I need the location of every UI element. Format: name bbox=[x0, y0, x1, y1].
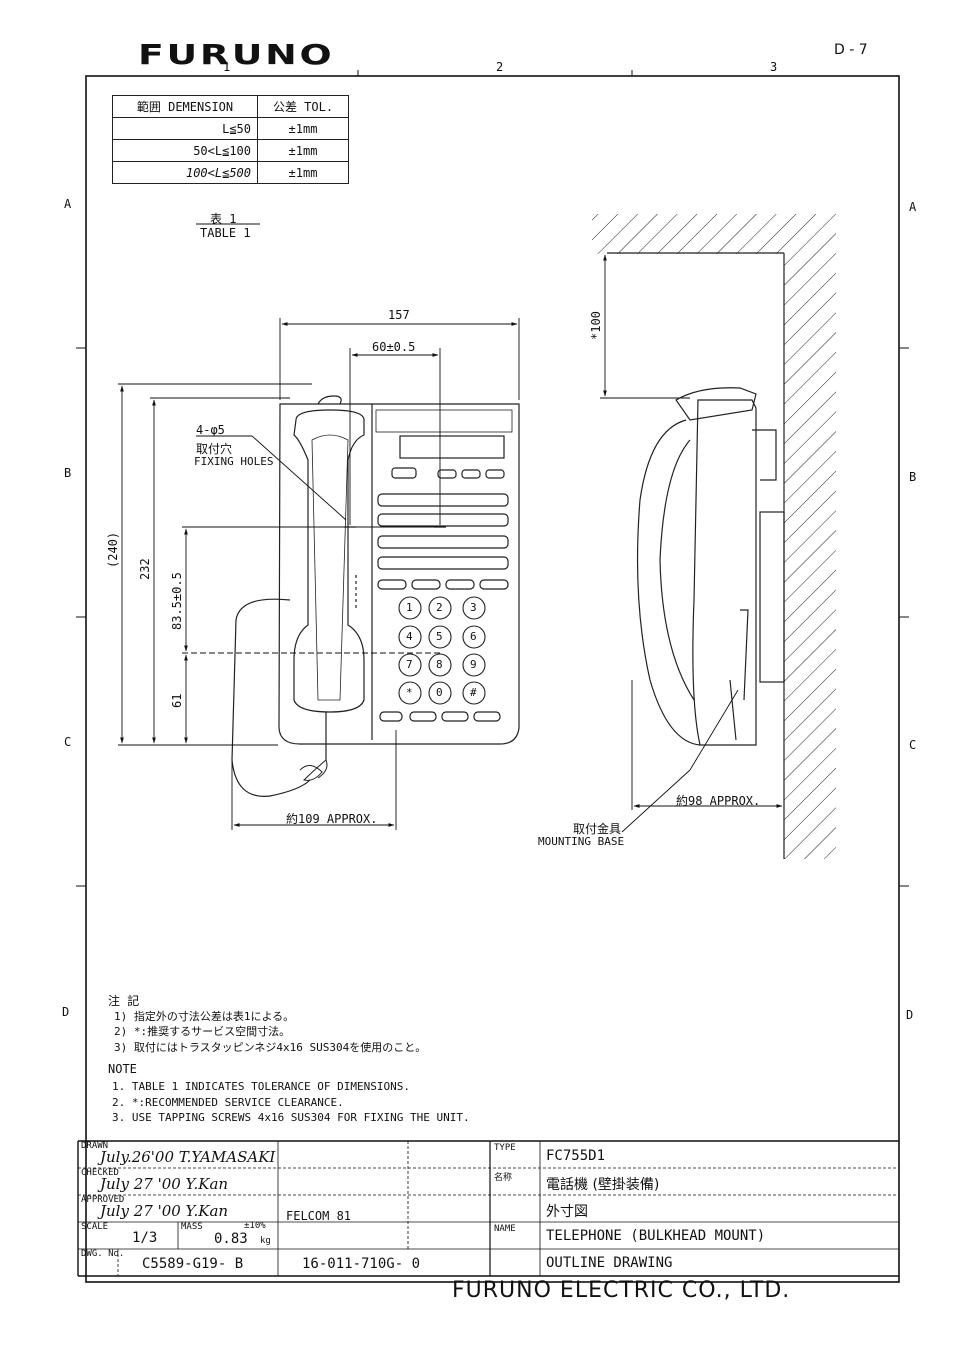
front-dimensions bbox=[118, 318, 520, 830]
table-cell-range: 50<L≦100 bbox=[112, 139, 258, 162]
row-marker-b-left: B bbox=[64, 466, 72, 480]
name-jp-2: 外寸図 bbox=[546, 1204, 588, 1220]
mounting-base-jp: 取付金具 bbox=[573, 822, 622, 836]
mass-unit: kg bbox=[260, 1236, 271, 1246]
dim-height-232: 232 bbox=[138, 558, 152, 580]
telephone-side-view bbox=[592, 214, 836, 859]
note-jp-1: 1) 指定外の寸法公差は表1による。 bbox=[114, 1010, 295, 1023]
mounting-base-en: MOUNTING BASE bbox=[538, 835, 625, 848]
project-name: FELCOM 81 bbox=[286, 1209, 352, 1223]
checked-signature: July 27 '00 Y.Kan bbox=[100, 1175, 229, 1193]
column-marker-3: 3 bbox=[770, 60, 778, 74]
row-marker-c-right: C bbox=[909, 738, 917, 752]
key-hash: # bbox=[470, 686, 477, 699]
note-jp-3: 3) 取付にはトラスタッピンネジ4x16 SUS304を使用のこと。 bbox=[114, 1041, 427, 1054]
dim-depth-98: 約98 APPROX. bbox=[676, 794, 761, 808]
dim-clearance-100: *100 bbox=[589, 311, 603, 340]
key-9: 9 bbox=[470, 658, 477, 671]
key-0: 0 bbox=[436, 686, 443, 699]
note-jp-2: 2) *:推奨するサービス空間寸法。 bbox=[114, 1025, 291, 1038]
row-marker-d-right: D bbox=[906, 1008, 914, 1022]
name-jp-label: 名称 bbox=[494, 1173, 513, 1183]
dwg-no-label: DWG. No. bbox=[81, 1249, 125, 1259]
telephone-front-view bbox=[231, 395, 520, 797]
key-6: 6 bbox=[470, 630, 477, 643]
mass-label: MASS bbox=[181, 1222, 203, 1232]
company-name: FURUNO ELECTRIC CO., LTD. bbox=[452, 1278, 791, 1303]
drawn-label: DRAWN bbox=[81, 1141, 109, 1151]
key-4: 4 bbox=[406, 630, 413, 643]
type-value: FC755D1 bbox=[546, 1148, 606, 1164]
table-row: L≦50 ±1mm bbox=[112, 117, 349, 140]
table-cell-range: 100<L≦500 bbox=[112, 161, 258, 184]
page-id: D - 7 bbox=[834, 42, 868, 58]
key-2: 2 bbox=[436, 601, 443, 614]
row-marker-a-left: A bbox=[64, 197, 72, 211]
dim-hole-spacing: 60±0.5 bbox=[372, 340, 416, 354]
scale-value: 1/3 bbox=[132, 1230, 158, 1246]
row-marker-a-right: A bbox=[909, 200, 917, 214]
name-jp: 電話機 (壁掛装備) bbox=[546, 1177, 660, 1193]
row-marker-d-left: D bbox=[62, 1005, 70, 1019]
column-marker-1: 1 bbox=[223, 60, 231, 74]
fixing-holes-count: 4-φ5 bbox=[196, 423, 225, 437]
furuno-logo: FURUNO bbox=[138, 38, 335, 71]
mass-tolerance: ±10% bbox=[244, 1221, 266, 1231]
table-caption-en: TABLE 1 bbox=[200, 226, 251, 240]
type-label: TYPE bbox=[494, 1143, 516, 1153]
dim-bottom-61: 61 bbox=[170, 693, 184, 708]
checked-label: CHECKED bbox=[81, 1168, 119, 1178]
dim-width-157: 157 bbox=[388, 308, 410, 322]
fixing-holes-jp: 取付穴 bbox=[196, 442, 233, 456]
dwg-no: C5589-G19- B bbox=[142, 1256, 244, 1272]
scale-label: SCALE bbox=[81, 1222, 109, 1232]
notes-en-title: NOTE bbox=[108, 1062, 137, 1076]
name-en-2: OUTLINE DRAWING bbox=[546, 1255, 673, 1271]
table-caption-jp: 表 1 bbox=[210, 212, 237, 226]
row-marker-c-left: C bbox=[64, 735, 72, 749]
note-en-1: 1. TABLE 1 INDICATES TOLERANCE OF DIMENS… bbox=[112, 1080, 411, 1093]
table-header-dimension: 範囲 DEMENSION bbox=[112, 95, 258, 118]
title-block-lines bbox=[77, 1140, 899, 1277]
table-cell-tolerance: ±1mm bbox=[257, 161, 349, 184]
dim-width-109: 約109 APPROX. bbox=[286, 812, 378, 826]
approved-label: APPROVED bbox=[81, 1195, 125, 1205]
column-marker-2: 2 bbox=[496, 60, 504, 74]
key-5: 5 bbox=[436, 630, 443, 643]
name-label: NAME bbox=[494, 1224, 516, 1234]
key-star: * bbox=[406, 686, 413, 699]
table-row: 50<L≦100 ±1mm bbox=[112, 139, 349, 162]
key-8: 8 bbox=[436, 658, 443, 671]
name-en: TELEPHONE (BULKHEAD MOUNT) bbox=[546, 1228, 766, 1244]
key-3: 3 bbox=[470, 601, 477, 614]
notes-jp-title: 注 記 bbox=[108, 994, 140, 1008]
approved-signature: July 27 '00 Y.Kan bbox=[100, 1202, 229, 1220]
row-marker-b-right: B bbox=[909, 470, 917, 484]
table-row: 100<L≦500 ±1mm bbox=[112, 161, 349, 184]
drawing-border bbox=[85, 75, 900, 1283]
dim-overall-240: (240) bbox=[106, 531, 120, 568]
drawn-signature: July.26'00 T.YAMASAKI bbox=[100, 1148, 276, 1166]
key-1: 1 bbox=[406, 601, 413, 614]
note-en-2: 2. *:RECOMMENDED SERVICE CLEARANCE. bbox=[112, 1096, 344, 1109]
ref-no: 16-011-710G- 0 bbox=[302, 1256, 421, 1272]
keypad bbox=[398, 596, 486, 705]
tolerance-table: 範囲 DEMENSION 公差 TOL. L≦50 ±1mm 50<L≦100 … bbox=[112, 95, 349, 184]
note-en-3: 3. USE TAPPING SCREWS 4x16 SUS304 FOR FI… bbox=[112, 1111, 470, 1124]
fixing-holes-en: FIXING HOLES bbox=[194, 455, 274, 468]
dim-hole-height: 83.5±0.5 bbox=[170, 572, 184, 630]
key-7: 7 bbox=[406, 658, 413, 671]
mass-value: 0.83 bbox=[214, 1231, 248, 1247]
